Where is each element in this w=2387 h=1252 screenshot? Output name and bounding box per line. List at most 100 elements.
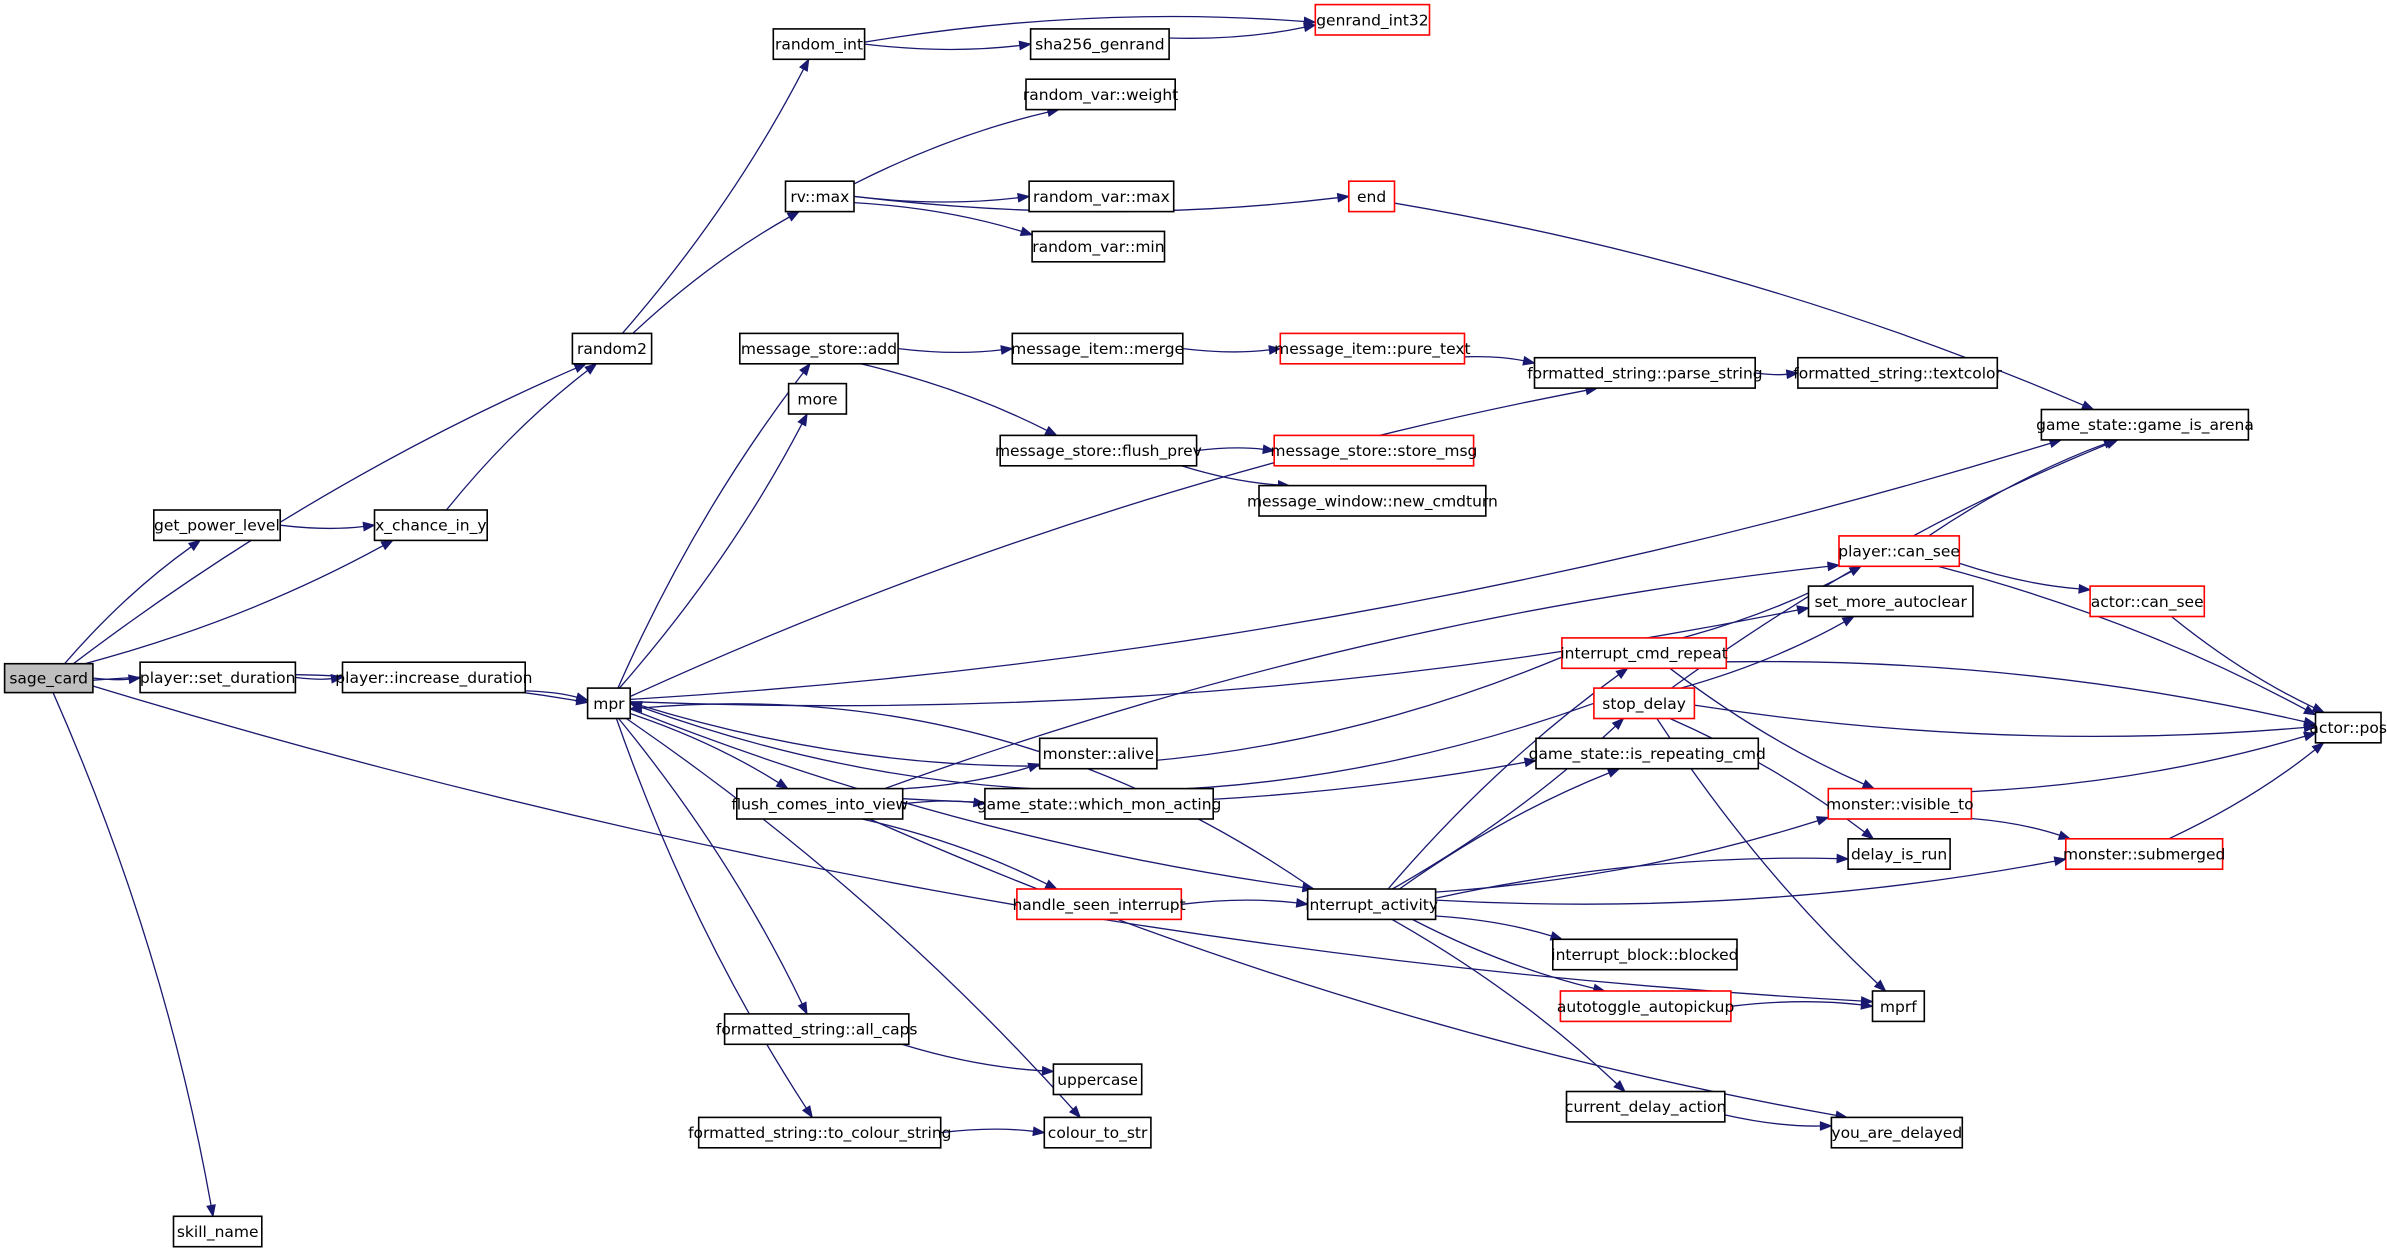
node-label: formatted_string::all_caps bbox=[716, 1021, 918, 1040]
node-current-delay-action[interactable]: current_delay_action bbox=[1565, 1090, 1726, 1123]
edge-line bbox=[1435, 820, 1818, 893]
edge-line bbox=[1399, 772, 1610, 890]
node-more[interactable]: more bbox=[787, 382, 848, 415]
node-label: actor::can_see bbox=[2091, 593, 2204, 612]
node-handle-seen-interrupt[interactable]: handle_seen_interrupt bbox=[1012, 888, 1186, 921]
edge-line bbox=[84, 545, 384, 665]
node-box bbox=[1535, 737, 1760, 770]
arrowhead bbox=[775, 778, 789, 790]
node-colour-to-str[interactable]: colour_to_str bbox=[1043, 1116, 1152, 1149]
node-label: set_more_autoclear bbox=[1814, 593, 1967, 612]
node-sage-card[interactable]: sage_card bbox=[3, 662, 94, 694]
node-monster-alive[interactable]: monster::alive bbox=[1038, 737, 1158, 770]
node-message-window-new-cmdturn[interactable]: message_window::new_cmdturn bbox=[1247, 484, 1498, 517]
node-random-var-weight[interactable]: random_var::weight bbox=[1023, 78, 1178, 111]
node-genrand-int32[interactable]: genrand_int32 bbox=[1314, 3, 1431, 36]
edge-interrupt_activity-to-interrupt_cmd_repeat bbox=[1387, 667, 1629, 890]
node-set-more-autoclear[interactable]: set_more_autoclear bbox=[1807, 585, 1974, 618]
node-actor-pos[interactable]: actor::pos bbox=[2309, 711, 2387, 744]
edge-interrupt_activity-to-game_state_is_repeating_cmd bbox=[1399, 768, 1621, 890]
node-box bbox=[787, 382, 848, 415]
node-label: formatted_string::parse_string bbox=[1527, 365, 1762, 384]
node-formatted-string-parse-string[interactable]: formatted_string::parse_string bbox=[1527, 356, 1763, 389]
node-flush-comes-into-view[interactable]: flush_comes_into_view bbox=[731, 787, 909, 820]
edge-line bbox=[861, 818, 1048, 885]
node-box bbox=[784, 180, 855, 213]
node-label: genrand_int32 bbox=[1316, 11, 1428, 30]
arrowhead bbox=[575, 692, 589, 702]
node-message-item-pure-text[interactable]: message_item::pure_text bbox=[1274, 332, 1471, 365]
node-stop-delay[interactable]: stop_delay bbox=[1593, 687, 1696, 720]
edge-formatted_string_all_caps-to-uppercase bbox=[901, 1043, 1055, 1076]
node-you-are-delayed[interactable]: you_are_delayed bbox=[1830, 1116, 1964, 1149]
node-interrupt-cmd-repeat[interactable]: interrupt_cmd_repeat bbox=[1560, 637, 1728, 670]
node-label: uppercase bbox=[1057, 1071, 1138, 1089]
node-box bbox=[738, 332, 899, 365]
node-box bbox=[1797, 356, 1999, 389]
edge-rv_max-to-random_var_max bbox=[853, 192, 1031, 203]
node-label: random_var::max bbox=[1033, 188, 1170, 207]
node-box bbox=[723, 1013, 910, 1046]
node-random-var-min[interactable]: random_var::min bbox=[1031, 230, 1166, 263]
node-player-can-see[interactable]: player::can_see bbox=[1838, 535, 1961, 568]
node-mprf[interactable]: mprf bbox=[1871, 990, 1926, 1023]
node-label: x_chance_in_y bbox=[375, 517, 486, 536]
node-label: player::increase_duration bbox=[335, 669, 532, 688]
edge-stop_delay-to-set_more_autoclear bbox=[1680, 615, 1856, 689]
node-end[interactable]: end bbox=[1348, 180, 1396, 213]
edge-line bbox=[1730, 1001, 1862, 1007]
edge-line bbox=[618, 423, 803, 689]
node-formatted-string-textcolor[interactable]: formatted_string::textcolor bbox=[1793, 356, 2003, 389]
node-rv-max[interactable]: rv::max bbox=[784, 180, 855, 213]
arrowhead bbox=[1615, 667, 1629, 679]
node-formatted-string-to-colour-string[interactable]: formatted_string::to_colour_string bbox=[688, 1116, 952, 1149]
arrowhead bbox=[797, 1001, 808, 1016]
node-get-power-level[interactable]: get_power_level bbox=[153, 509, 282, 542]
node-autotoggle-autopickup[interactable]: autotoggle_autopickup bbox=[1557, 990, 1734, 1023]
node-message-store-store-msg[interactable]: message_store::store_msg bbox=[1270, 434, 1477, 467]
node-uppercase[interactable]: uppercase bbox=[1052, 1063, 1143, 1096]
arrowhead bbox=[330, 673, 344, 684]
edge-line bbox=[1726, 660, 2305, 723]
node-message-store-flush-prev[interactable]: message_store::flush_prev bbox=[995, 434, 1202, 467]
node-sha256-genrand[interactable]: sha256_genrand bbox=[1029, 28, 1170, 61]
node-message-item-merge[interactable]: message_item::merge bbox=[1011, 332, 1184, 365]
node-x-chance-in-y[interactable]: x_chance_in_y bbox=[373, 509, 488, 542]
node-interrupt-activity[interactable]: interrupt_activity bbox=[1305, 888, 1438, 921]
edge-line bbox=[92, 677, 130, 681]
edge-player_can_see-to-game_state_game_is_arena bbox=[1928, 439, 2117, 537]
edge-line bbox=[869, 818, 1837, 1117]
node-monster-visible-to[interactable]: monster::visible_to bbox=[1826, 787, 1974, 820]
node-label: end bbox=[1357, 188, 1386, 206]
edge-interrupt_cmd_repeat-to-actor_pos bbox=[1726, 660, 2317, 727]
node-mpr[interactable]: mpr bbox=[586, 687, 631, 720]
node-formatted-string-all-caps[interactable]: formatted_string::all_caps bbox=[716, 1013, 918, 1046]
node-label: random_var::min bbox=[1032, 238, 1164, 257]
node-random-var-max[interactable]: random_var::max bbox=[1028, 180, 1175, 213]
edge-rv_max-to-random_var_min bbox=[853, 201, 1034, 237]
node-box bbox=[1029, 28, 1170, 61]
node-box bbox=[2089, 585, 2206, 618]
node-interrupt-block-blocked[interactable]: interrupt_block::blocked bbox=[1551, 938, 1739, 971]
node-game-state-game-is-arena[interactable]: game_state::game_is_arena bbox=[2036, 408, 2254, 441]
edge-message_item_merge-to-message_item_pure_text bbox=[1182, 345, 1282, 355]
node-label: message_window::new_cmdturn bbox=[1247, 492, 1498, 511]
node-game-state-which-mon-acting[interactable]: game_state::which_mon_acting bbox=[977, 787, 1222, 820]
node-skill-name[interactable]: skill_name bbox=[172, 1215, 263, 1248]
node-box bbox=[1847, 837, 1951, 870]
edge-formatted_string_parse_string-to-formatted_string_textcolor bbox=[1755, 369, 1800, 380]
node-player-increase-duration[interactable]: player::increase_duration bbox=[335, 661, 533, 694]
edge-line bbox=[1928, 443, 2106, 537]
node-player-set-duration[interactable]: player::set_duration bbox=[139, 661, 297, 694]
node-actor-can-see[interactable]: actor::can_see bbox=[2089, 585, 2206, 618]
node-game-state-is-repeating-cmd[interactable]: game_state::is_repeating_cmd bbox=[1529, 737, 1766, 770]
node-delay-is-run[interactable]: delay_is_run bbox=[1847, 837, 1951, 870]
edge-interrupt_activity-to-interrupt_block_blocked bbox=[1435, 915, 1564, 941]
node-box bbox=[1593, 687, 1696, 720]
node-monster-submerged[interactable]: monster::submerged bbox=[2063, 837, 2225, 870]
node-message-store-add[interactable]: message_store::add bbox=[738, 332, 899, 365]
node-box bbox=[1838, 535, 1961, 568]
node-random-int[interactable]: random_int bbox=[772, 28, 866, 61]
arrowhead bbox=[1268, 345, 1282, 355]
node-random2[interactable]: random2 bbox=[571, 332, 653, 365]
